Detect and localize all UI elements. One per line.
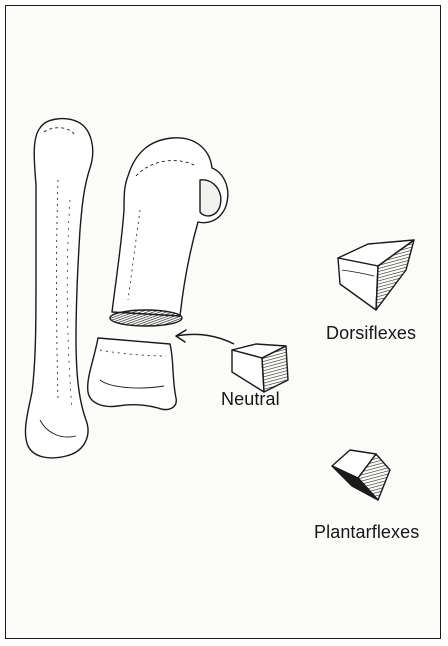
- wedge-dorsiflexes: [338, 240, 414, 310]
- label-neutral: Neutral: [221, 389, 280, 410]
- bone-shaft-left: [25, 119, 92, 458]
- label-dorsiflexes: Dorsiflexes: [326, 323, 416, 344]
- wedge-plantarflexes: [332, 450, 390, 500]
- metatarsal-fragment-upper: [110, 138, 228, 326]
- wedge-neutral: [232, 344, 288, 392]
- bone-fragment-lower: [88, 338, 177, 410]
- label-plantarflexes: Plantarflexes: [314, 522, 419, 543]
- insertion-arrow: [176, 330, 234, 344]
